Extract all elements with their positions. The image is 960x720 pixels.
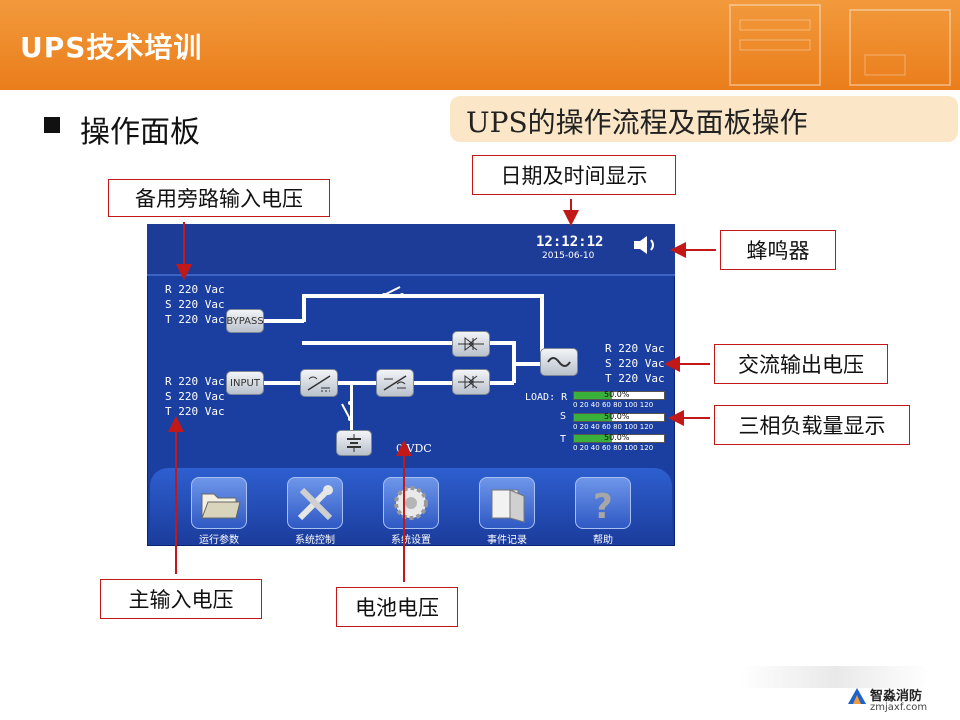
header-decoration	[729, 4, 951, 86]
load-scale-t: 0 20 40 60 80 100 120	[573, 444, 654, 452]
help-icon: ?	[593, 487, 613, 527]
static-switch-lower-icon	[452, 369, 490, 395]
battery-icon	[336, 430, 372, 456]
ac-output-icon	[540, 348, 578, 376]
bypass-voltage-s: S 220 Vac	[165, 298, 225, 311]
dock-label-help: 帮助	[593, 535, 613, 546]
input-block[interactable]: INPUT	[226, 371, 264, 395]
load-bar-s-fill	[574, 414, 612, 421]
callout-buzzer: 蜂鸣器	[720, 230, 836, 270]
wire-bypass-top	[302, 294, 544, 298]
wire-bypass-up	[302, 294, 306, 322]
static-switch-upper-icon	[452, 331, 490, 357]
dock-button-event-log[interactable]	[479, 477, 535, 529]
load-bar-t-fill	[574, 435, 612, 442]
load-scale-s: 0 20 40 60 80 100 120	[573, 423, 654, 431]
bullet-square	[44, 117, 60, 133]
watermark-band	[740, 666, 930, 688]
watermark-name: 智淼消防	[870, 689, 923, 704]
dock-label-run-params: 运行参数	[199, 535, 239, 546]
dock-label-system-settings: 系统设置	[391, 535, 431, 546]
wire-inverter-upper	[302, 341, 516, 345]
battery-switch-icon	[341, 401, 352, 421]
section-title: 操作面板	[80, 115, 200, 150]
callout-date-time: 日期及时间显示	[472, 155, 676, 195]
output-voltage-r: R 220 Vac	[605, 342, 665, 355]
svg-text:?: ?	[593, 487, 613, 527]
load-bar-r: 50.0%	[573, 390, 665, 400]
topic-banner-text: UPS的操作流程及面板操作	[466, 106, 808, 139]
load-bar-t-text: 50.0%	[604, 433, 630, 442]
wire-bypass-stub	[262, 319, 304, 323]
load-phase-t-label: T	[560, 434, 567, 445]
page-header-title: UPS技术培训	[20, 31, 203, 64]
screen-time: 12:12:12	[536, 234, 604, 250]
brand-logo-icon	[848, 688, 866, 704]
input-voltage-r: R 220 Vac	[165, 375, 225, 388]
wire-bypass-down	[540, 294, 544, 364]
load-bar-t: 50.0%	[573, 433, 665, 443]
settings-gear-icon	[394, 486, 428, 520]
speaker-icon[interactable]	[632, 234, 660, 256]
input-voltage-t: T 220 Vac	[165, 405, 225, 418]
callout-three-phase-load: 三相负载量显示	[714, 405, 910, 445]
watermark-url: zmjaxf.com	[870, 702, 928, 713]
load-bar-r-text: 50.0%	[604, 390, 630, 399]
input-voltage-s: S 220 Vac	[165, 390, 225, 403]
output-voltage-t: T 220 Vac	[605, 372, 665, 385]
bypass-block[interactable]: BYPASS	[226, 309, 264, 333]
dc-dc-block-icon	[376, 369, 414, 397]
load-bar-s-text: 50.0%	[604, 412, 630, 421]
load-scale-r: 0 20 40 60 80 100 120	[573, 401, 654, 409]
dock-button-system-settings[interactable]	[383, 477, 439, 529]
load-bar-r-fill	[574, 392, 612, 399]
battery-voltage-value: 0 VDC	[396, 442, 432, 455]
rectifier-block-icon	[300, 369, 338, 397]
event-log-icon	[491, 489, 525, 523]
dock-label-event-log: 事件记录	[487, 535, 527, 546]
output-voltage-s: S 220 Vac	[605, 357, 665, 370]
topic-banner	[450, 96, 958, 142]
load-phase-s-label: S	[560, 411, 567, 422]
folder-icon	[201, 493, 241, 519]
wire-battery-down	[350, 383, 353, 433]
callout-bypass-input-voltage: 备用旁路输入电压	[108, 179, 330, 217]
tools-icon	[297, 485, 333, 521]
bypass-voltage-r: R 220 Vac	[165, 283, 225, 296]
callout-battery-voltage: 电池电压	[336, 587, 458, 627]
bypass-switch-icon	[382, 286, 404, 297]
dock-button-system-control[interactable]	[287, 477, 343, 529]
dock-label-system-control: 系统控制	[295, 535, 335, 546]
dock-button-run-params[interactable]	[191, 477, 247, 529]
wire-to-output	[512, 362, 542, 366]
load-label: LOAD: R	[525, 392, 568, 403]
load-bar-s: 50.0%	[573, 412, 665, 422]
screen-top-bar	[147, 224, 675, 276]
callout-main-input-voltage: 主输入电压	[100, 579, 262, 619]
dock-button-help[interactable]: ?	[575, 477, 631, 529]
header-bar	[0, 0, 960, 90]
bypass-voltage-t: T 220 Vac	[165, 313, 225, 326]
callout-ac-output-voltage: 交流输出电压	[714, 344, 888, 384]
screen-date: 2015-06-10	[542, 251, 595, 261]
